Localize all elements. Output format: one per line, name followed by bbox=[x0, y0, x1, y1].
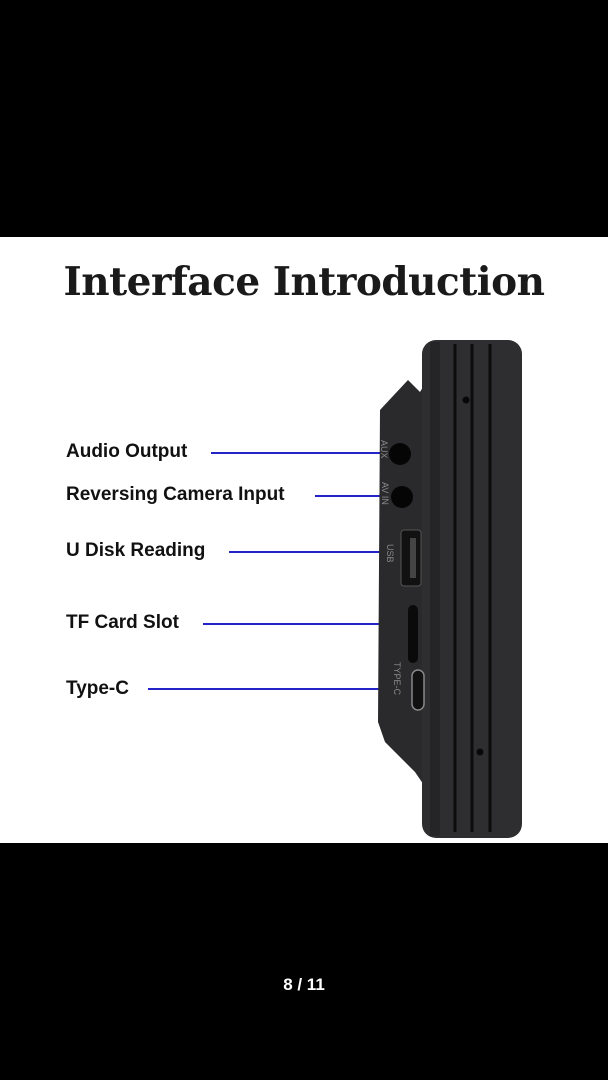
embossed-label-aux: AUX bbox=[379, 440, 389, 459]
device-side-view: AUX AV IN USB TYPE-C bbox=[378, 340, 522, 838]
type-c-port bbox=[411, 669, 425, 711]
pointer-line bbox=[203, 623, 405, 625]
pointer-line bbox=[148, 688, 411, 690]
port-label-reversing-camera: Reversing Camera Input bbox=[66, 484, 285, 505]
av-in-jack bbox=[391, 486, 413, 508]
embossed-label-type-c: TYPE-C bbox=[392, 662, 402, 696]
port-label-tf-card: TF Card Slot bbox=[66, 612, 179, 633]
screw-hole bbox=[462, 396, 470, 404]
audio-jack bbox=[389, 443, 411, 465]
pointer-line bbox=[229, 551, 401, 553]
port-label-type-c: Type-C bbox=[66, 678, 129, 699]
embossed-label-av-in: AV IN bbox=[380, 482, 390, 505]
port-label-audio-output: Audio Output bbox=[66, 441, 188, 462]
embossed-label-usb: USB bbox=[385, 544, 395, 563]
pointer-line bbox=[315, 495, 393, 497]
tf-card-slot bbox=[408, 605, 418, 663]
product-image: Interface Introduction Audio Output Reve… bbox=[0, 237, 608, 843]
pointer-line bbox=[211, 452, 391, 454]
screw-hole bbox=[476, 748, 484, 756]
port-label-u-disk: U Disk Reading bbox=[66, 540, 206, 561]
page-counter: 8 / 11 bbox=[283, 975, 325, 994]
image-title: Interface Introduction bbox=[63, 259, 545, 305]
